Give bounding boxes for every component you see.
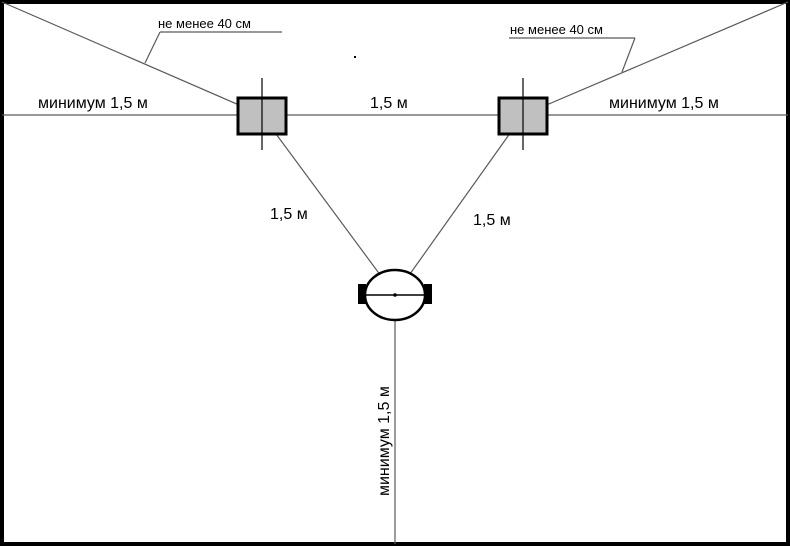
right-wall-gap-label: не менее 40 см bbox=[510, 22, 603, 37]
right-corner-diagonal bbox=[522, 1, 789, 116]
back-wall-min-label: минимум 1,5 м bbox=[376, 386, 393, 496]
left-speaker-to-listener-line bbox=[261, 114, 396, 296]
listener-head-icon bbox=[358, 268, 432, 322]
right-listener-distance-label: 1,5 м bbox=[473, 212, 511, 229]
left-speaker-icon bbox=[236, 78, 288, 150]
right-wall-gap-leader bbox=[621, 37, 636, 73]
speck-mark bbox=[354, 56, 356, 58]
right-speaker-icon bbox=[497, 78, 549, 150]
left-corner-diagonal bbox=[1, 1, 263, 116]
left-wall-gap-label: не менее 40 см bbox=[158, 16, 251, 31]
left-wall-gap-leader bbox=[144, 31, 161, 64]
speaker-spacing-label: 1,5 м bbox=[370, 95, 408, 112]
right-side-min-label: минимум 1,5 м bbox=[609, 95, 719, 112]
left-side-min-label: минимум 1,5 м bbox=[38, 95, 148, 112]
right-speaker-to-listener-line bbox=[394, 114, 524, 296]
left-listener-distance-label: 1,5 м bbox=[270, 206, 308, 223]
